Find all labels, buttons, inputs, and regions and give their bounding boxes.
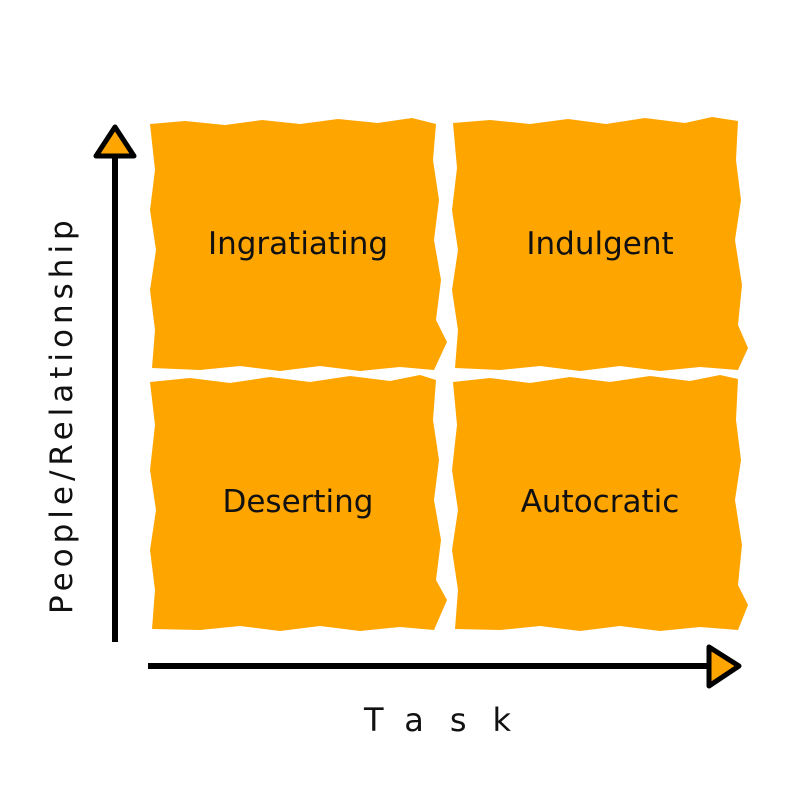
- quadrant-box-ingratiating: [150, 118, 447, 371]
- x-axis-arrowhead-icon: [706, 644, 742, 689]
- quadrant-box-autocratic: [452, 375, 748, 631]
- quadrant-label-bottom-left: Deserting: [222, 484, 373, 520]
- x-axis-label: Task: [363, 701, 537, 739]
- y-axis-label: People/Relationship: [44, 215, 80, 614]
- quadrant-box-indulgent: [452, 117, 748, 371]
- quadrant-label-top-left: Ingratiating: [208, 226, 388, 262]
- y-axis-arrowhead-icon: [93, 124, 137, 159]
- quadrant-box-deserting: [150, 375, 447, 631]
- quadrant-label-top-right: Indulgent: [526, 226, 673, 262]
- quadrant-label-bottom-right: Autocratic: [521, 484, 680, 520]
